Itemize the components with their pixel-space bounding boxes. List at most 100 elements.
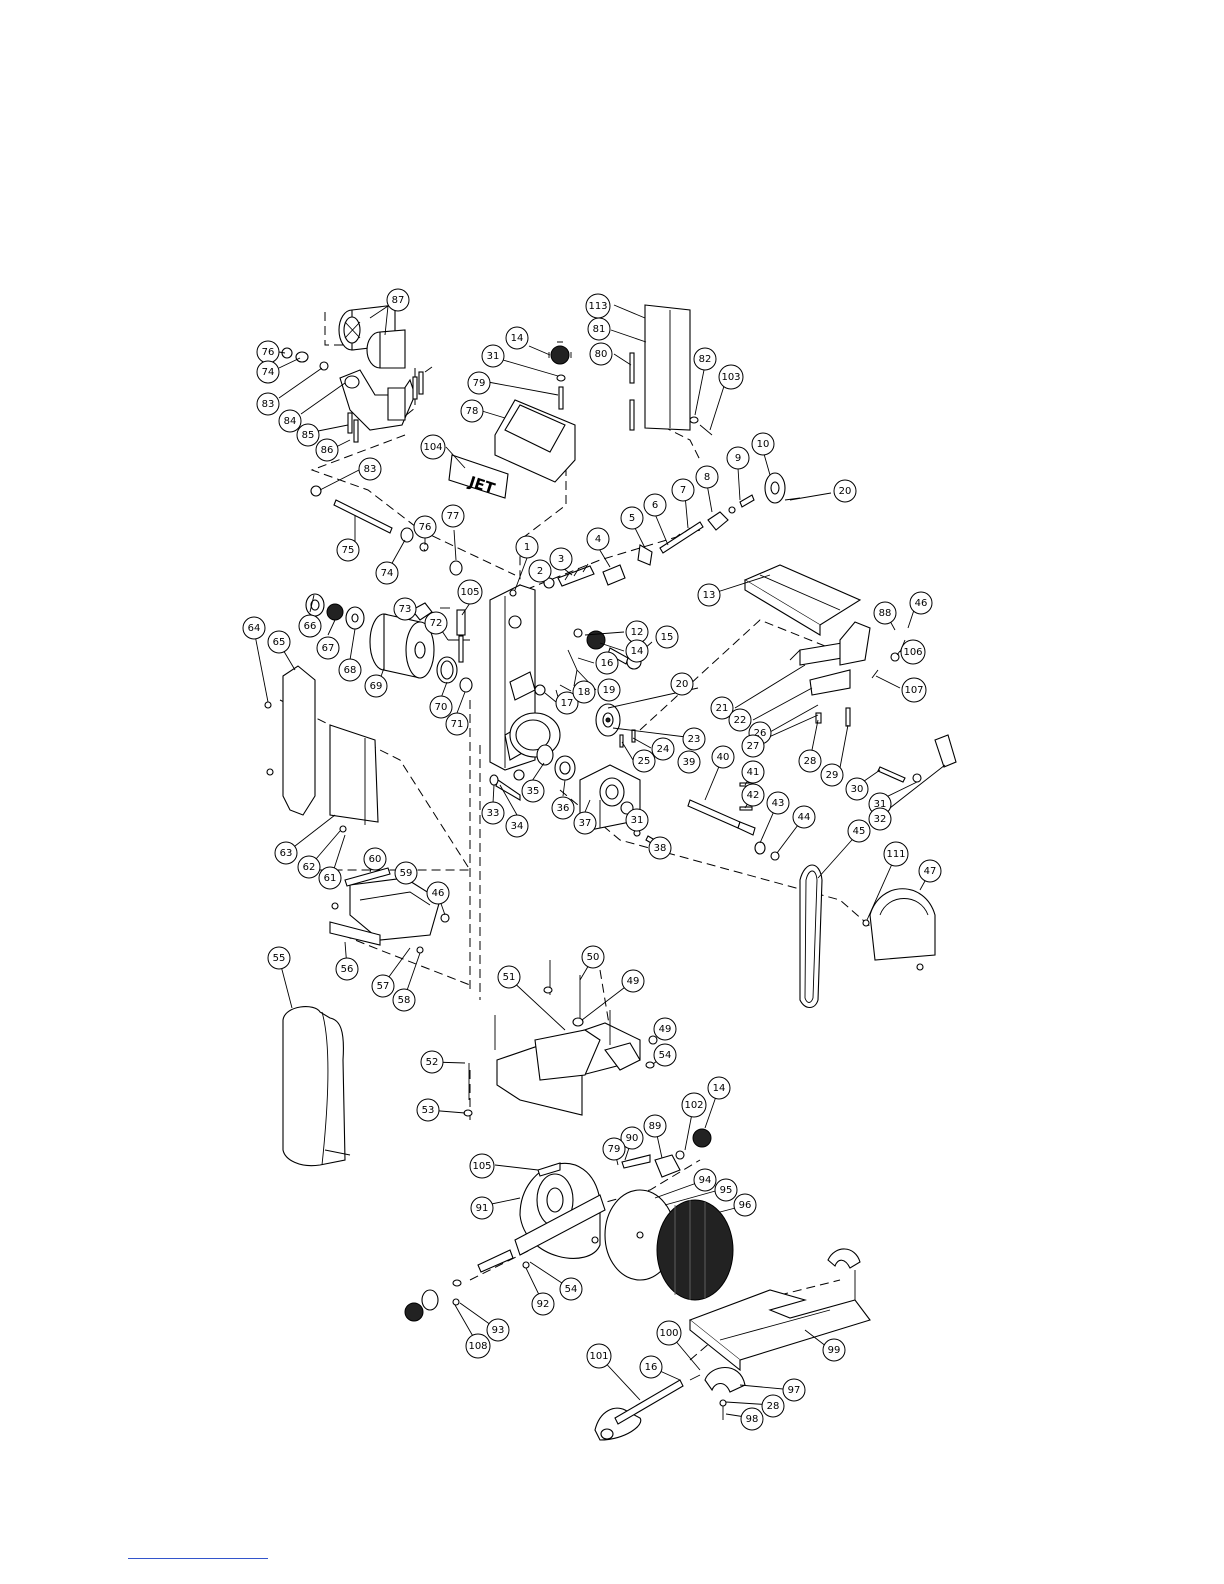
callout-28a: 28 [798,749,822,773]
callout-20a: 20 [833,479,857,503]
callout-label: 12 [631,627,644,638]
callout-label: 58 [398,995,411,1006]
callout-84: 84 [278,409,302,433]
callout-bubble [586,1343,612,1369]
callout-82: 82 [693,347,717,371]
callout-bubble [315,438,339,462]
callout-bubble [620,1126,644,1150]
callout-bubble [741,783,765,807]
callout-93: 93 [486,1318,510,1342]
callout-bubble [648,836,672,860]
callout-66: 66 [298,614,322,638]
sanding-belt-55 [282,1006,351,1167]
callout-37: 37 [573,811,597,835]
callout-bubble [909,591,933,615]
callout-label: 33 [487,808,500,819]
callout-bubble [741,734,765,758]
callout-bubble [469,1153,495,1179]
callout-label: 28 [767,1401,780,1412]
jet-logo-plate: JET [448,454,509,499]
callout-label: 7 [680,485,686,496]
callout-49a: 49 [621,969,645,993]
tension-knob-assembly [534,628,642,705]
disc-guard-91 [404,1128,712,1322]
callout-label: 106 [903,647,922,658]
callout-bubble [620,506,644,530]
callout-bubble [711,745,735,769]
belt-table-13 [743,564,906,727]
callout-label: 99 [828,1345,841,1356]
callout-79a: 79 [467,371,491,395]
callout-62: 62 [297,855,321,879]
callout-58: 58 [392,988,416,1012]
callout-label: 98 [746,1414,759,1425]
callout-70: 70 [429,695,453,719]
callout-103: 103 [718,364,744,390]
callout-bubble [581,945,605,969]
callout-bubble [505,814,529,838]
callout-bubble [632,749,656,773]
callout-bubble [670,672,694,696]
callout-label: 60 [369,854,382,865]
callout-61: 61 [318,866,342,890]
callout-label: 31 [874,799,887,810]
dust-tray-59 [329,867,450,954]
callout-45: 45 [847,819,871,843]
callout-label: 81 [593,324,606,335]
callout-bubble [847,819,871,843]
callout-bubble [726,446,750,470]
callout-bubble [621,969,645,993]
callout-label: 92 [537,1299,550,1310]
callout-bubble [900,639,926,665]
callout-bubble [655,625,679,649]
callout-34: 34 [505,814,529,838]
callout-25: 25 [632,749,656,773]
callout-label: 50 [587,952,600,963]
callout-bubble [643,493,667,517]
callout-57: 57 [371,974,395,998]
platen-113 [629,304,713,436]
callout-label: 113 [588,301,607,312]
callout-label: 101 [589,1351,608,1362]
callout-label: 75 [342,545,355,556]
callout-bubble [413,515,437,539]
belt-cover-47 [862,888,936,971]
callout-bubble [375,561,399,585]
callout-bubble [481,344,505,368]
callout-bubble [656,1320,682,1346]
disc-table-99 [688,1289,871,1372]
callout-87: 87 [386,288,410,312]
callout-bubble [653,1043,677,1067]
callout-20b: 20 [670,672,694,696]
callout-31a: 31 [481,344,505,368]
callout-108: 108 [465,1333,491,1359]
callout-label: 20 [676,679,689,690]
callout-label: 31 [487,351,500,362]
callout-bubble [677,750,701,774]
callout-label: 65 [273,637,286,648]
callout-label: 29 [826,770,839,781]
callout-bubble [643,1114,667,1138]
callout-bubble [242,616,266,640]
callout-102: 102 [681,1092,707,1118]
callout-bubble [602,1137,626,1161]
callout-bubble [625,639,649,663]
callout-bubble [445,712,469,736]
callout-bubble [653,1017,677,1041]
callout-bubble [873,601,897,625]
callout-94: 94 [693,1168,717,1192]
callout-bubble [486,1318,510,1342]
callout-106: 106 [900,639,926,665]
callout-label: 49 [627,976,640,987]
callout-47: 47 [918,859,942,883]
callout-101: 101 [586,1343,612,1369]
lock-knob-upper [548,341,572,410]
callout-bubble [497,965,521,989]
callout-label: 79 [473,378,486,389]
callout-bubble [559,1277,583,1301]
callout-bubble [416,1098,440,1122]
callout-90: 90 [620,1126,644,1150]
callout-8: 8 [695,465,719,489]
callout-2: 2 [528,559,552,583]
